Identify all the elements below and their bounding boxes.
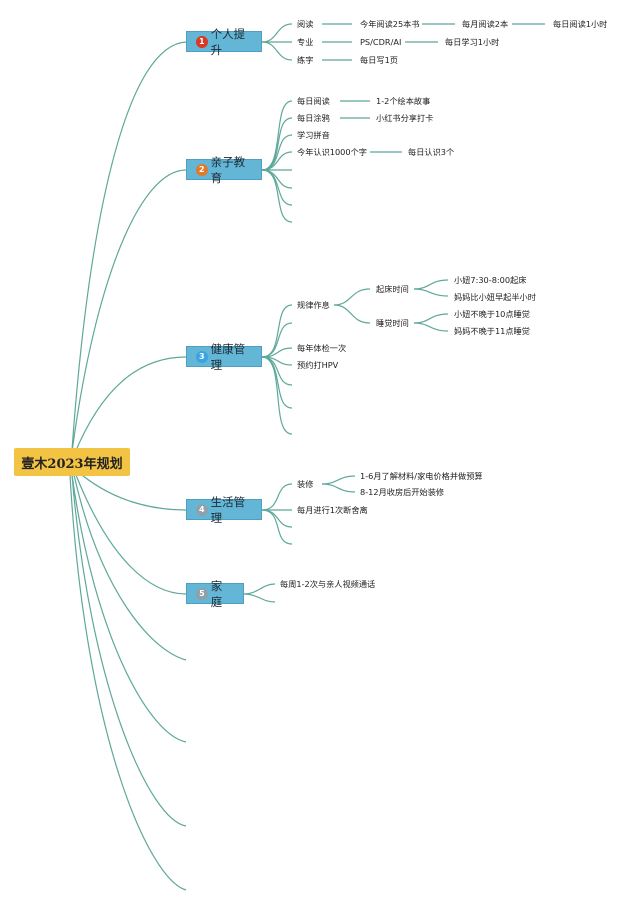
number-4-icon: 4 [196, 503, 208, 516]
branch-personal-growth[interactable]: 1 个人提升 [186, 27, 262, 57]
branch-label: 亲子教育 [210, 154, 246, 185]
branch-label: 个人提升 [210, 26, 246, 57]
node-chars-day[interactable]: 每日认识3个 [408, 147, 455, 157]
node-daily-read-detail[interactable]: 1-2个绘本故事 [376, 96, 431, 106]
node-daily-paint[interactable]: 每日涂鸦 [297, 113, 330, 123]
node-pinyin[interactable]: 学习拼音 [297, 130, 330, 140]
node-chars-year[interactable]: 今年认识1000个字 [297, 147, 367, 157]
branch-label: 家 庭 [210, 578, 223, 609]
node-sleep-mom[interactable]: 妈妈不晚于11点睡觉 [454, 326, 530, 336]
node-major-day[interactable]: 每日学习1小时 [445, 37, 500, 47]
node-family-call[interactable]: 每周1-2次与亲人视频通话 [280, 579, 376, 589]
node-reading-year[interactable]: 今年阅读25本书 [360, 19, 420, 29]
branch-label: 健康管理 [210, 341, 246, 372]
node-wake-kid[interactable]: 小妞7:30-8:00起床 [454, 275, 527, 285]
number-1-icon: 1 [196, 35, 208, 48]
node-renovation[interactable]: 装修 [297, 479, 314, 489]
node-declutter[interactable]: 每月进行1次断舍离 [297, 505, 368, 515]
node-sleep-time[interactable]: 睡觉时间 [376, 318, 409, 328]
branch-life[interactable]: 4 生活管理 [186, 495, 262, 525]
node-daily-read[interactable]: 每日阅读 [297, 96, 330, 106]
node-calligraphy[interactable]: 练字 [297, 55, 314, 65]
node-hpv[interactable]: 预约打HPV [297, 360, 339, 370]
node-calligraphy-day[interactable]: 每日写1页 [360, 55, 398, 65]
node-reading[interactable]: 阅读 [297, 19, 314, 29]
node-sleep-kid[interactable]: 小妞不晚于10点睡觉 [454, 309, 530, 319]
node-renovation-budget[interactable]: 1-6月了解材料/家电价格并做预算 [360, 471, 483, 481]
node-major-tools[interactable]: PS/CDR/AI [360, 37, 402, 47]
branch-health[interactable]: 3 健康管理 [186, 342, 262, 372]
root-node[interactable]: 壹木2023年规划 [14, 448, 130, 476]
node-reading-day[interactable]: 每日阅读1小时 [553, 19, 608, 29]
node-renovation-start[interactable]: 8-12月收房后开始装修 [360, 487, 445, 497]
branch-label: 生活管理 [210, 494, 246, 525]
number-3-icon: 3 [196, 350, 208, 363]
node-routine[interactable]: 规律作息 [297, 300, 330, 310]
node-checkup[interactable]: 每年体检一次 [297, 343, 347, 353]
number-2-icon: 2 [196, 163, 208, 176]
node-reading-month[interactable]: 每月阅读2本 [462, 19, 509, 29]
node-daily-paint-detail[interactable]: 小红书分享打卡 [376, 113, 434, 123]
node-major[interactable]: 专业 [297, 37, 314, 47]
branch-family[interactable]: 5 家 庭 [186, 579, 244, 609]
node-wake-mom[interactable]: 妈妈比小妞早起半小时 [454, 292, 536, 302]
node-wake-time[interactable]: 起床时间 [376, 284, 409, 294]
branch-parenting[interactable]: 2 亲子教育 [186, 155, 262, 185]
number-5-icon: 5 [196, 587, 208, 600]
